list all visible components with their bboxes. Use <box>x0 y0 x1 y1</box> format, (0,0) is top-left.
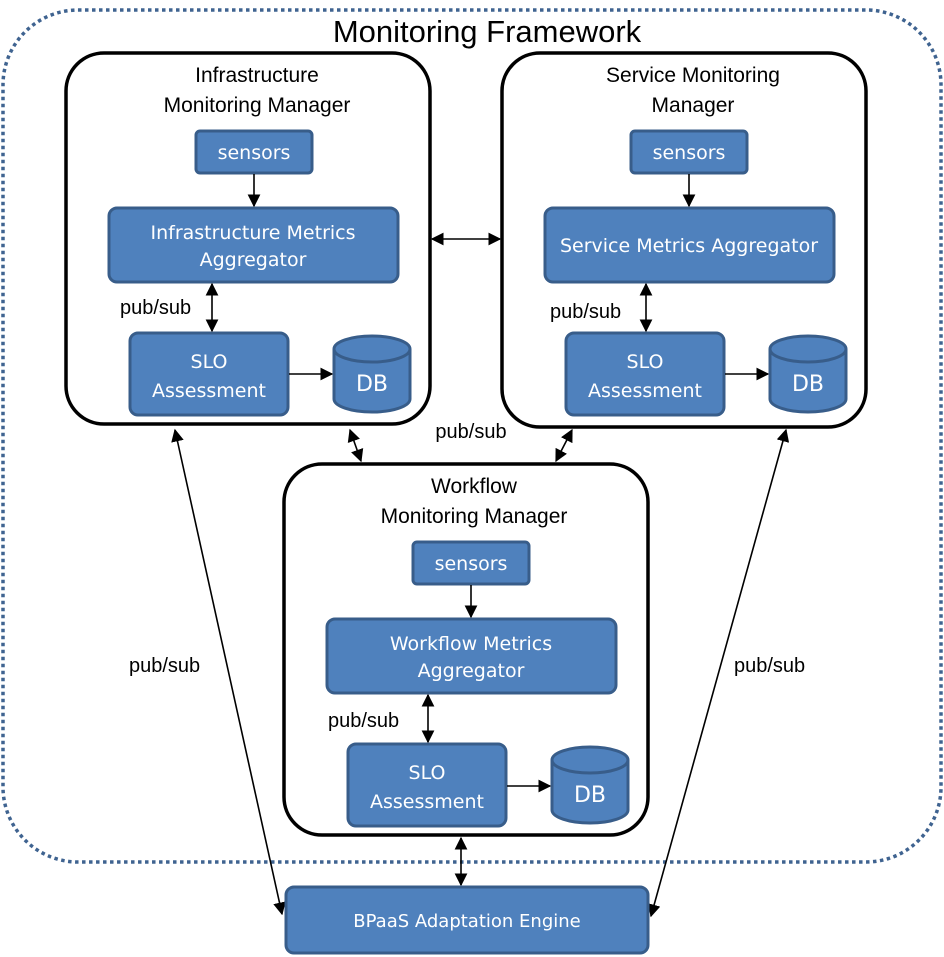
workflow-pubsub-label: pub/sub <box>328 710 399 732</box>
bpaas-adaptation-engine-label: BPaaS Adaptation Engine <box>353 911 580 932</box>
infra-sensors-box <box>194 129 314 175</box>
monitoring-framework-boundary <box>1 8 943 864</box>
right-pubsub-label: pub/sub <box>734 655 805 677</box>
infra-db-label: DB <box>356 372 388 397</box>
infra-aggregator-label-line1: Infrastructure Metrics <box>150 222 355 244</box>
infra-metrics-aggregator-box <box>107 206 400 284</box>
workflow-aggregator-label-line2: Aggregator <box>418 660 525 682</box>
infra-sensors-label: sensors <box>218 142 291 164</box>
workflow-db-label: DB <box>574 783 606 808</box>
service-manager-title-line2: Manager <box>652 94 735 117</box>
service-db-label: DB <box>792 372 824 397</box>
workflow-slo-label-line1: SLO <box>409 762 446 784</box>
service-workflow-arrow <box>555 428 573 463</box>
service-slo-assessment-box <box>564 331 726 417</box>
infra-workflow-arrow <box>347 428 364 463</box>
service-pubsub-label: pub/sub <box>550 301 621 323</box>
workflow-slo-assessment-box <box>346 742 508 828</box>
service-sensors-box <box>629 129 749 175</box>
workflow-sensors-label: sensors <box>435 553 508 575</box>
service-slo-label-line1: SLO <box>627 351 664 373</box>
workflow-db-cylinder <box>550 745 630 825</box>
workflow-aggregator-label-line1: Workflow Metrics <box>390 633 552 655</box>
infra-db-cylinder <box>332 334 412 414</box>
infra-slo-label-line2: Assessment <box>152 380 266 402</box>
service-slo-label-line2: Assessment <box>588 380 702 402</box>
infra-manager-title-line1: Infrastructure <box>195 64 319 87</box>
workflow-metrics-aggregator-box <box>325 617 618 695</box>
infra-aggregator-label-line2: Aggregator <box>200 249 307 271</box>
service-engine-arrow <box>647 428 790 918</box>
bpaas-adaptation-engine-box <box>284 885 650 955</box>
workflow-slo-label-line2: Assessment <box>370 791 484 813</box>
service-metrics-aggregator-box <box>543 206 836 284</box>
workflow-manager-title-line2: Monitoring Manager <box>381 505 568 528</box>
left-pubsub-label: pub/sub <box>129 655 200 677</box>
service-aggregator-label: Service Metrics Aggregator <box>560 235 818 257</box>
workflow-manager-title-line1: Workflow <box>431 475 518 498</box>
infra-engine-arrow <box>171 428 286 916</box>
infra-pubsub-label: pub/sub <box>120 297 191 319</box>
infra-slo-label-line1: SLO <box>191 351 228 373</box>
service-db-cylinder <box>768 334 848 414</box>
infra-manager-title-line2: Monitoring Manager <box>164 94 351 117</box>
framework-title: Monitoring Framework <box>333 14 642 49</box>
service-manager-title-line1: Service Monitoring <box>606 64 780 87</box>
center-pubsub-label: pub/sub <box>435 421 506 443</box>
workflow-sensors-box <box>411 540 531 586</box>
service-sensors-label: sensors <box>653 142 726 164</box>
infra-slo-assessment-box <box>128 331 290 417</box>
